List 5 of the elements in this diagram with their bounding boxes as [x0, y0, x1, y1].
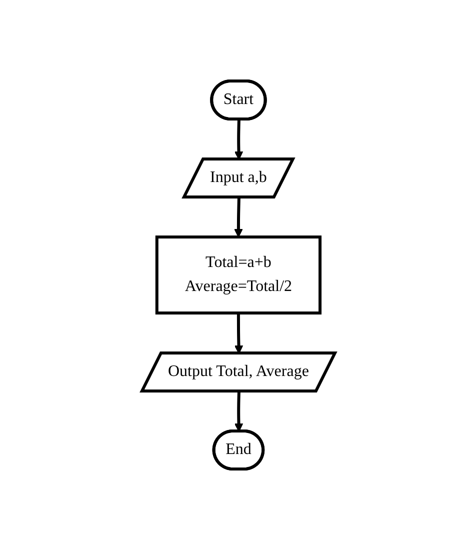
arrow [234, 118, 243, 160]
arrow [234, 312, 243, 354]
arrow [234, 390, 243, 432]
arrow [234, 196, 242, 237]
node-box: Total=a+b Average=Total/2 [154, 235, 322, 314]
